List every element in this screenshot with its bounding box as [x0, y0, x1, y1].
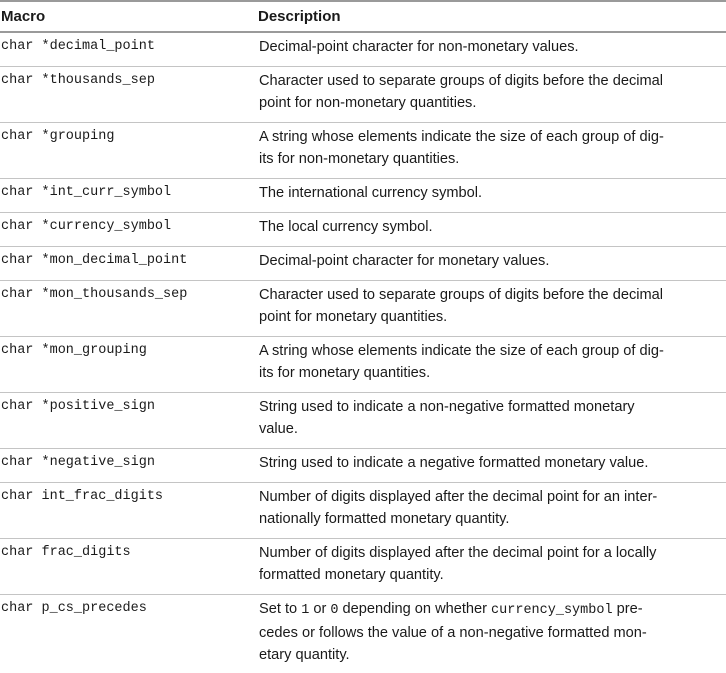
text-run: pre- — [612, 601, 643, 617]
macro-cell: char *negative_sign — [1, 455, 155, 470]
macro-cell: char *mon_grouping — [1, 343, 147, 358]
top-rule — [0, 0, 726, 2]
table-row: char p_cs_precedes Set to 1 or 0 dependi… — [0, 595, 726, 673]
macro-cell: char *mon_decimal_point — [1, 253, 188, 268]
description-line: Number of digits displayed after the dec… — [259, 545, 657, 561]
text-run: Set to — [259, 601, 302, 617]
description-cell: The local currency symbol. — [259, 219, 433, 235]
description-line: cedes or follows the value of a non-nega… — [259, 625, 647, 641]
description-line: Set to 1 or 0 depending on whether curre… — [259, 598, 716, 622]
table-row: char *grouping A string whose elements i… — [0, 123, 726, 179]
table-row: char *positive_sign String used to indic… — [0, 393, 726, 449]
description-line: formatted monetary quantity. — [259, 567, 444, 583]
description-line: etary quantity. — [259, 647, 350, 663]
table-row: char *negative_sign String used to indic… — [0, 449, 726, 483]
table-row: char *decimal_point Decimal-point charac… — [0, 33, 726, 67]
text-run: or — [309, 601, 331, 617]
description-line: String used to indicate a non-negative f… — [259, 399, 635, 415]
macro-cell: char *positive_sign — [1, 399, 155, 414]
macro-cell: char *grouping — [1, 129, 115, 144]
description-cell: String used to indicate a non-negative f… — [258, 393, 726, 440]
macro-cell: char *decimal_point — [1, 39, 155, 54]
description-line: nationally formatted monetary quantity. — [259, 511, 510, 527]
table-header: Macro Description — [0, 2, 726, 33]
macro-cell: char *int_curr_symbol — [1, 185, 172, 200]
macro-cell: char frac_digits — [1, 545, 131, 560]
macro-cell: char *currency_symbol — [1, 219, 172, 234]
description-cell: A string whose elements indicate the siz… — [258, 337, 726, 384]
header-description: Description — [258, 8, 341, 25]
table-row: char *mon_grouping A string whose elemen… — [0, 337, 726, 393]
description-cell: Decimal-point character for monetary val… — [259, 253, 550, 269]
description-cell: The international currency symbol. — [259, 185, 483, 201]
description-cell: String used to indicate a negative forma… — [259, 455, 649, 471]
description-cell: Character used to separate groups of dig… — [258, 281, 726, 328]
code-run: 1 — [301, 603, 310, 618]
description-line: Character used to separate groups of dig… — [259, 73, 663, 89]
header-macro: Macro — [1, 8, 46, 25]
code-run: currency_symbol — [491, 603, 613, 618]
macro-cell: char p_cs_precedes — [1, 601, 147, 616]
description-cell: Character used to separate groups of dig… — [258, 67, 726, 114]
description-line: its for monetary quantities. — [259, 365, 431, 381]
description-line: its for non-monetary quantities. — [259, 151, 460, 167]
description-line: A string whose elements indicate the siz… — [259, 343, 664, 359]
code-run: 0 — [330, 603, 339, 618]
table-row: char *currency_symbol The local currency… — [0, 213, 726, 247]
description-line: Character used to separate groups of dig… — [259, 287, 663, 303]
text-run: depending on whether — [338, 601, 492, 617]
table-row: char frac_digits Number of digits displa… — [0, 539, 726, 595]
table-row: char *mon_decimal_point Decimal-point ch… — [0, 247, 726, 281]
description-line: Number of digits displayed after the dec… — [259, 489, 658, 505]
description-cell: Number of digits displayed after the dec… — [258, 539, 726, 586]
table-row: char int_frac_digits Number of digits di… — [0, 483, 726, 539]
description-cell: Number of digits displayed after the dec… — [258, 483, 726, 530]
table-row: char *int_curr_symbol The international … — [0, 179, 726, 213]
table-row: char *thousands_sep Character used to se… — [0, 67, 726, 123]
macro-cell: char *mon_thousands_sep — [1, 287, 188, 302]
description-line: point for monetary quantities. — [259, 309, 448, 325]
description-line: point for non-monetary quantities. — [259, 95, 477, 111]
description-cell: A string whose elements indicate the siz… — [258, 123, 726, 170]
table-row: char *mon_thousands_sep Character used t… — [0, 281, 726, 337]
macro-cell: char *thousands_sep — [1, 73, 155, 88]
description-cell: Set to 1 or 0 depending on whether curre… — [258, 595, 726, 666]
macro-cell: char int_frac_digits — [1, 489, 164, 504]
description-line: A string whose elements indicate the siz… — [259, 129, 664, 145]
description-cell: Decimal-point character for non-monetary… — [259, 39, 579, 55]
description-line: value. — [259, 421, 298, 437]
